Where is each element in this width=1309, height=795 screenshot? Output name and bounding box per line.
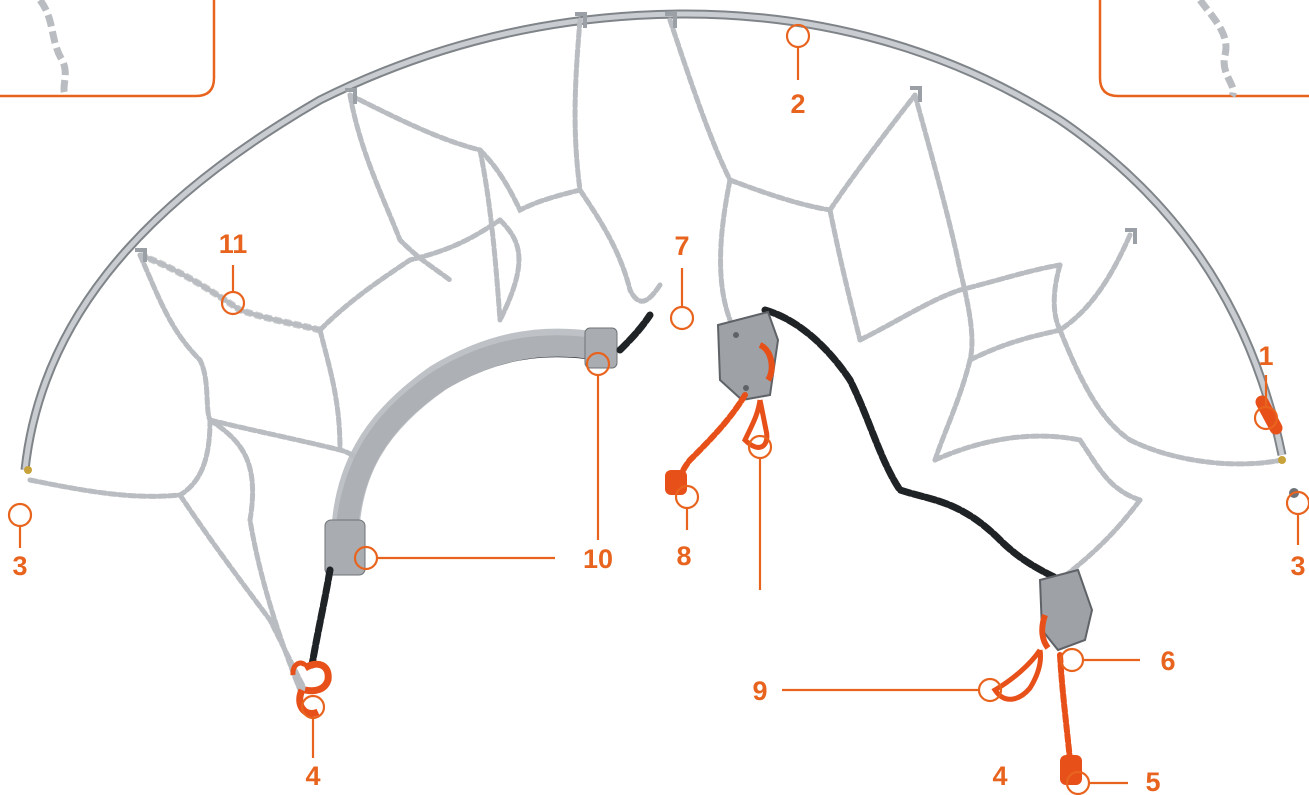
inset-detail-right	[1100, 0, 1309, 96]
callout-label: 4	[305, 761, 320, 791]
callout-label: 9	[752, 676, 767, 706]
callout-label: 1	[1258, 341, 1273, 371]
tensioner-plate-top	[718, 312, 778, 400]
callout-label: 8	[676, 541, 691, 571]
callout-label: 5	[1145, 767, 1160, 795]
callout-label: 11	[219, 229, 248, 259]
orange-parts	[293, 395, 1082, 785]
callout-label: 3	[12, 551, 27, 581]
callout-label: 7	[674, 231, 689, 261]
callout-label: 10	[583, 544, 613, 574]
chain-net	[30, 20, 1282, 690]
inset-detail-left	[0, 0, 214, 96]
callout-label: 3	[1290, 551, 1305, 581]
inner-support-band	[325, 328, 617, 575]
callout-label: 2	[790, 89, 805, 119]
tube-hooks	[135, 14, 1135, 262]
callout-label: 4	[992, 761, 1007, 791]
callout-markers	[9, 25, 1309, 794]
tensioner-plate-bottom	[1040, 570, 1092, 650]
callout-label: 6	[1160, 646, 1175, 676]
